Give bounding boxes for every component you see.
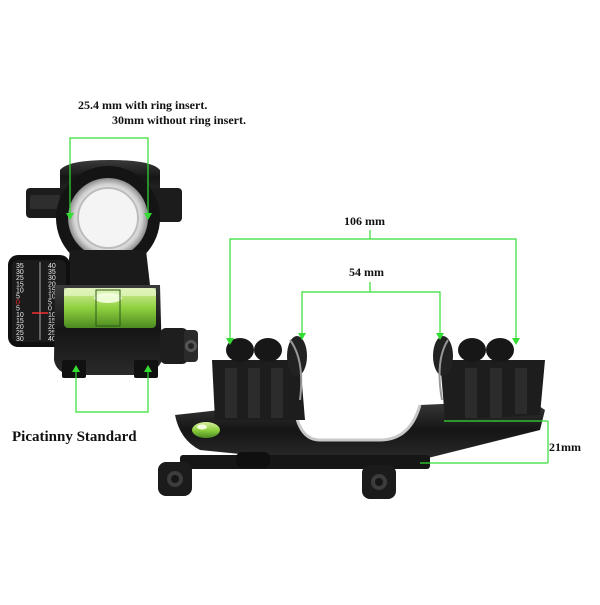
scale-label-right: 15 [48,287,56,294]
scale-label-right: 10 [48,312,56,319]
scale-label-right: 25 [48,330,56,337]
scale-label-right: 10 [48,294,56,301]
scale-label-right: 20 [48,281,56,288]
scale-label-right: 20 [48,324,56,331]
scale-label-right: 35 [48,269,56,276]
scale-label-left: 30 [16,269,24,276]
ring-insert-label-2: 30mm without ring insert. [112,113,246,127]
scale-label-left: 15 [16,281,24,288]
picatinny-standard-label: Picatinny Standard [12,429,137,445]
scale-label-left: 5 [16,306,20,313]
dimension-arrows [66,213,520,372]
front-ring [212,336,307,420]
front-view-mount: 3530251510505101520253040353020151050101… [8,160,198,378]
scale-label-left: 0 [16,300,20,307]
scale-label-right: 5 [48,300,52,307]
scale-label-right: 15 [48,318,56,325]
scale-labels: 3530251510505101520253040353020151050101… [16,263,56,343]
dimension-lines [69,137,549,464]
scale-label-left: 35 [16,263,24,270]
scale-label-left: 20 [16,324,24,331]
scale-label-right: 0 [48,306,52,313]
scale-label-left: 10 [16,312,24,319]
clamp-knob-left [158,462,192,496]
scale-label-left: 25 [16,275,24,282]
bubble-level-side [192,422,220,438]
locking-knob-front [160,328,198,364]
scale-label-left: 30 [16,336,24,343]
scale-label-right: 30 [48,275,56,282]
side-view-mount [158,336,545,499]
scale-label-left: 10 [16,287,24,294]
scale-label-right: 40 [48,336,56,343]
scale-label-left: 5 [16,294,20,301]
ring-insert-label-1: 25.4 mm with ring insert. [78,98,208,112]
rear-ring [433,336,545,420]
total-length-label: 106 mm [344,214,385,228]
scale-label-left: 25 [16,330,24,337]
height-label: 21mm [549,440,581,454]
scale-label-left: 15 [16,318,24,325]
bubble-level-front [64,288,156,328]
clamp-knob-right [362,465,396,499]
ring-spacing-label: 54 mm [349,265,384,279]
scale-label-right: 40 [48,263,56,270]
